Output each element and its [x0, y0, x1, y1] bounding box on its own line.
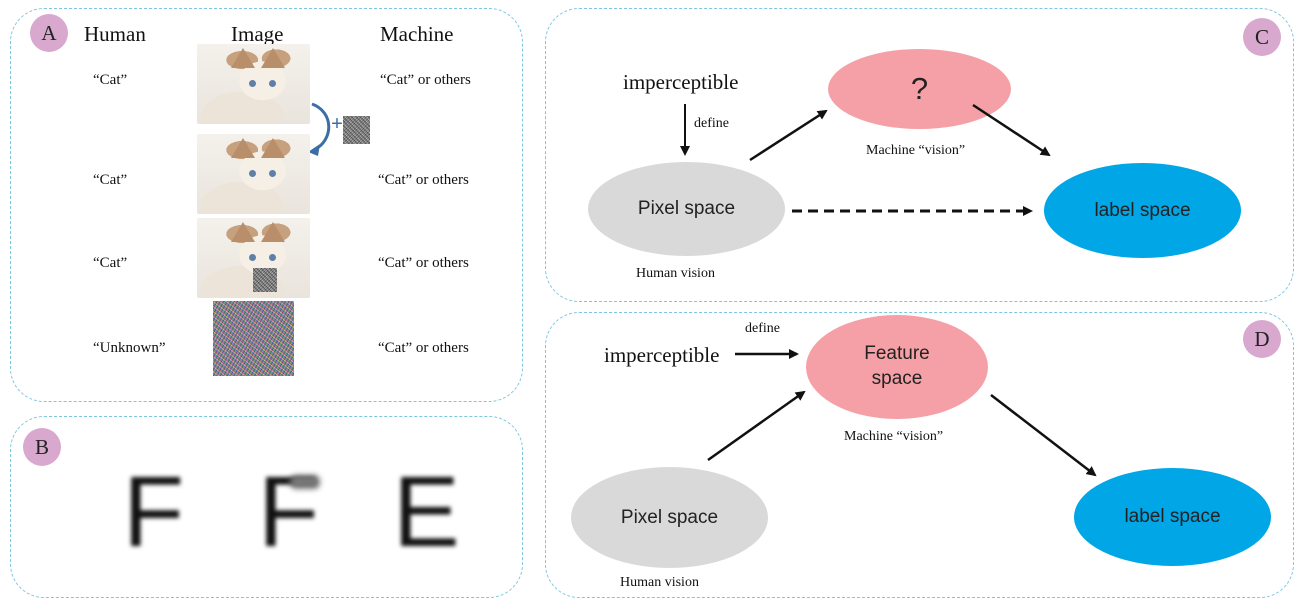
d-feature-space-node: Feature space [806, 315, 988, 419]
cat-image-original [197, 44, 310, 124]
d-label-space-node: label space [1074, 468, 1271, 566]
d-human-vision-label: Human vision [620, 575, 699, 590]
panel-d [545, 312, 1294, 598]
panel-c [545, 8, 1294, 302]
row4-human: “Unknown” [93, 340, 166, 356]
d-feature-space-label: Feature space [864, 343, 930, 389]
noise-patch [343, 116, 370, 144]
row2-human: “Cat” [93, 172, 128, 188]
panel-b [10, 416, 523, 598]
c-label-space-node: label space [1044, 163, 1241, 258]
row2-machine: “Cat” or others [378, 172, 469, 188]
perturbation-arrow [308, 102, 331, 156]
panel-a [10, 8, 523, 402]
c-pixel-to-machine-arrow [749, 109, 828, 162]
row4-machine: “Cat” or others [378, 340, 469, 356]
d-pixel-space-node: Pixel space [571, 467, 768, 568]
panel-d-badge: D [1243, 320, 1281, 358]
letter-f-clean: F [123, 456, 185, 568]
panel-a-badge: A [30, 14, 68, 52]
plus-sign: + [331, 111, 343, 135]
row3-machine: “Cat” or others [378, 255, 469, 271]
c-imperceptible-label: imperceptible [623, 70, 739, 94]
c-arrows [680, 103, 1051, 216]
d-pixel-to-feature-arrow [707, 390, 806, 462]
row3-human: “Cat” [93, 255, 128, 271]
c-machine-vision-label: Machine “vision” [866, 143, 966, 158]
header-human: Human [84, 22, 146, 46]
d-imperceptible-label: imperceptible [604, 343, 720, 367]
c-human-vision-label: Human vision [636, 266, 715, 281]
d-arrows [707, 349, 1097, 477]
c-pixel-space-node: Pixel space [588, 162, 785, 256]
letter-e-perturbed: E [393, 456, 460, 568]
cat-image-patched [197, 218, 310, 298]
c-machine-to-label-arrow [972, 103, 1051, 157]
row1-human: “Cat” [93, 72, 128, 88]
row1-machine: “Cat” or others [380, 72, 471, 88]
cat-image-perturbed [197, 134, 310, 214]
header-machine: Machine [380, 22, 454, 46]
d-define-label: define [745, 321, 780, 336]
header-image: Image [231, 22, 284, 46]
letter-smudge [290, 475, 320, 489]
panel-b-badge: B [23, 428, 61, 466]
d-machine-vision-label: Machine “vision” [844, 429, 944, 444]
c-define-label: define [694, 116, 729, 131]
c-machine-node: ? [828, 49, 1011, 129]
noise-image [213, 301, 294, 376]
panel-c-badge: C [1243, 18, 1281, 56]
d-feature-to-label-arrow [990, 394, 1097, 477]
